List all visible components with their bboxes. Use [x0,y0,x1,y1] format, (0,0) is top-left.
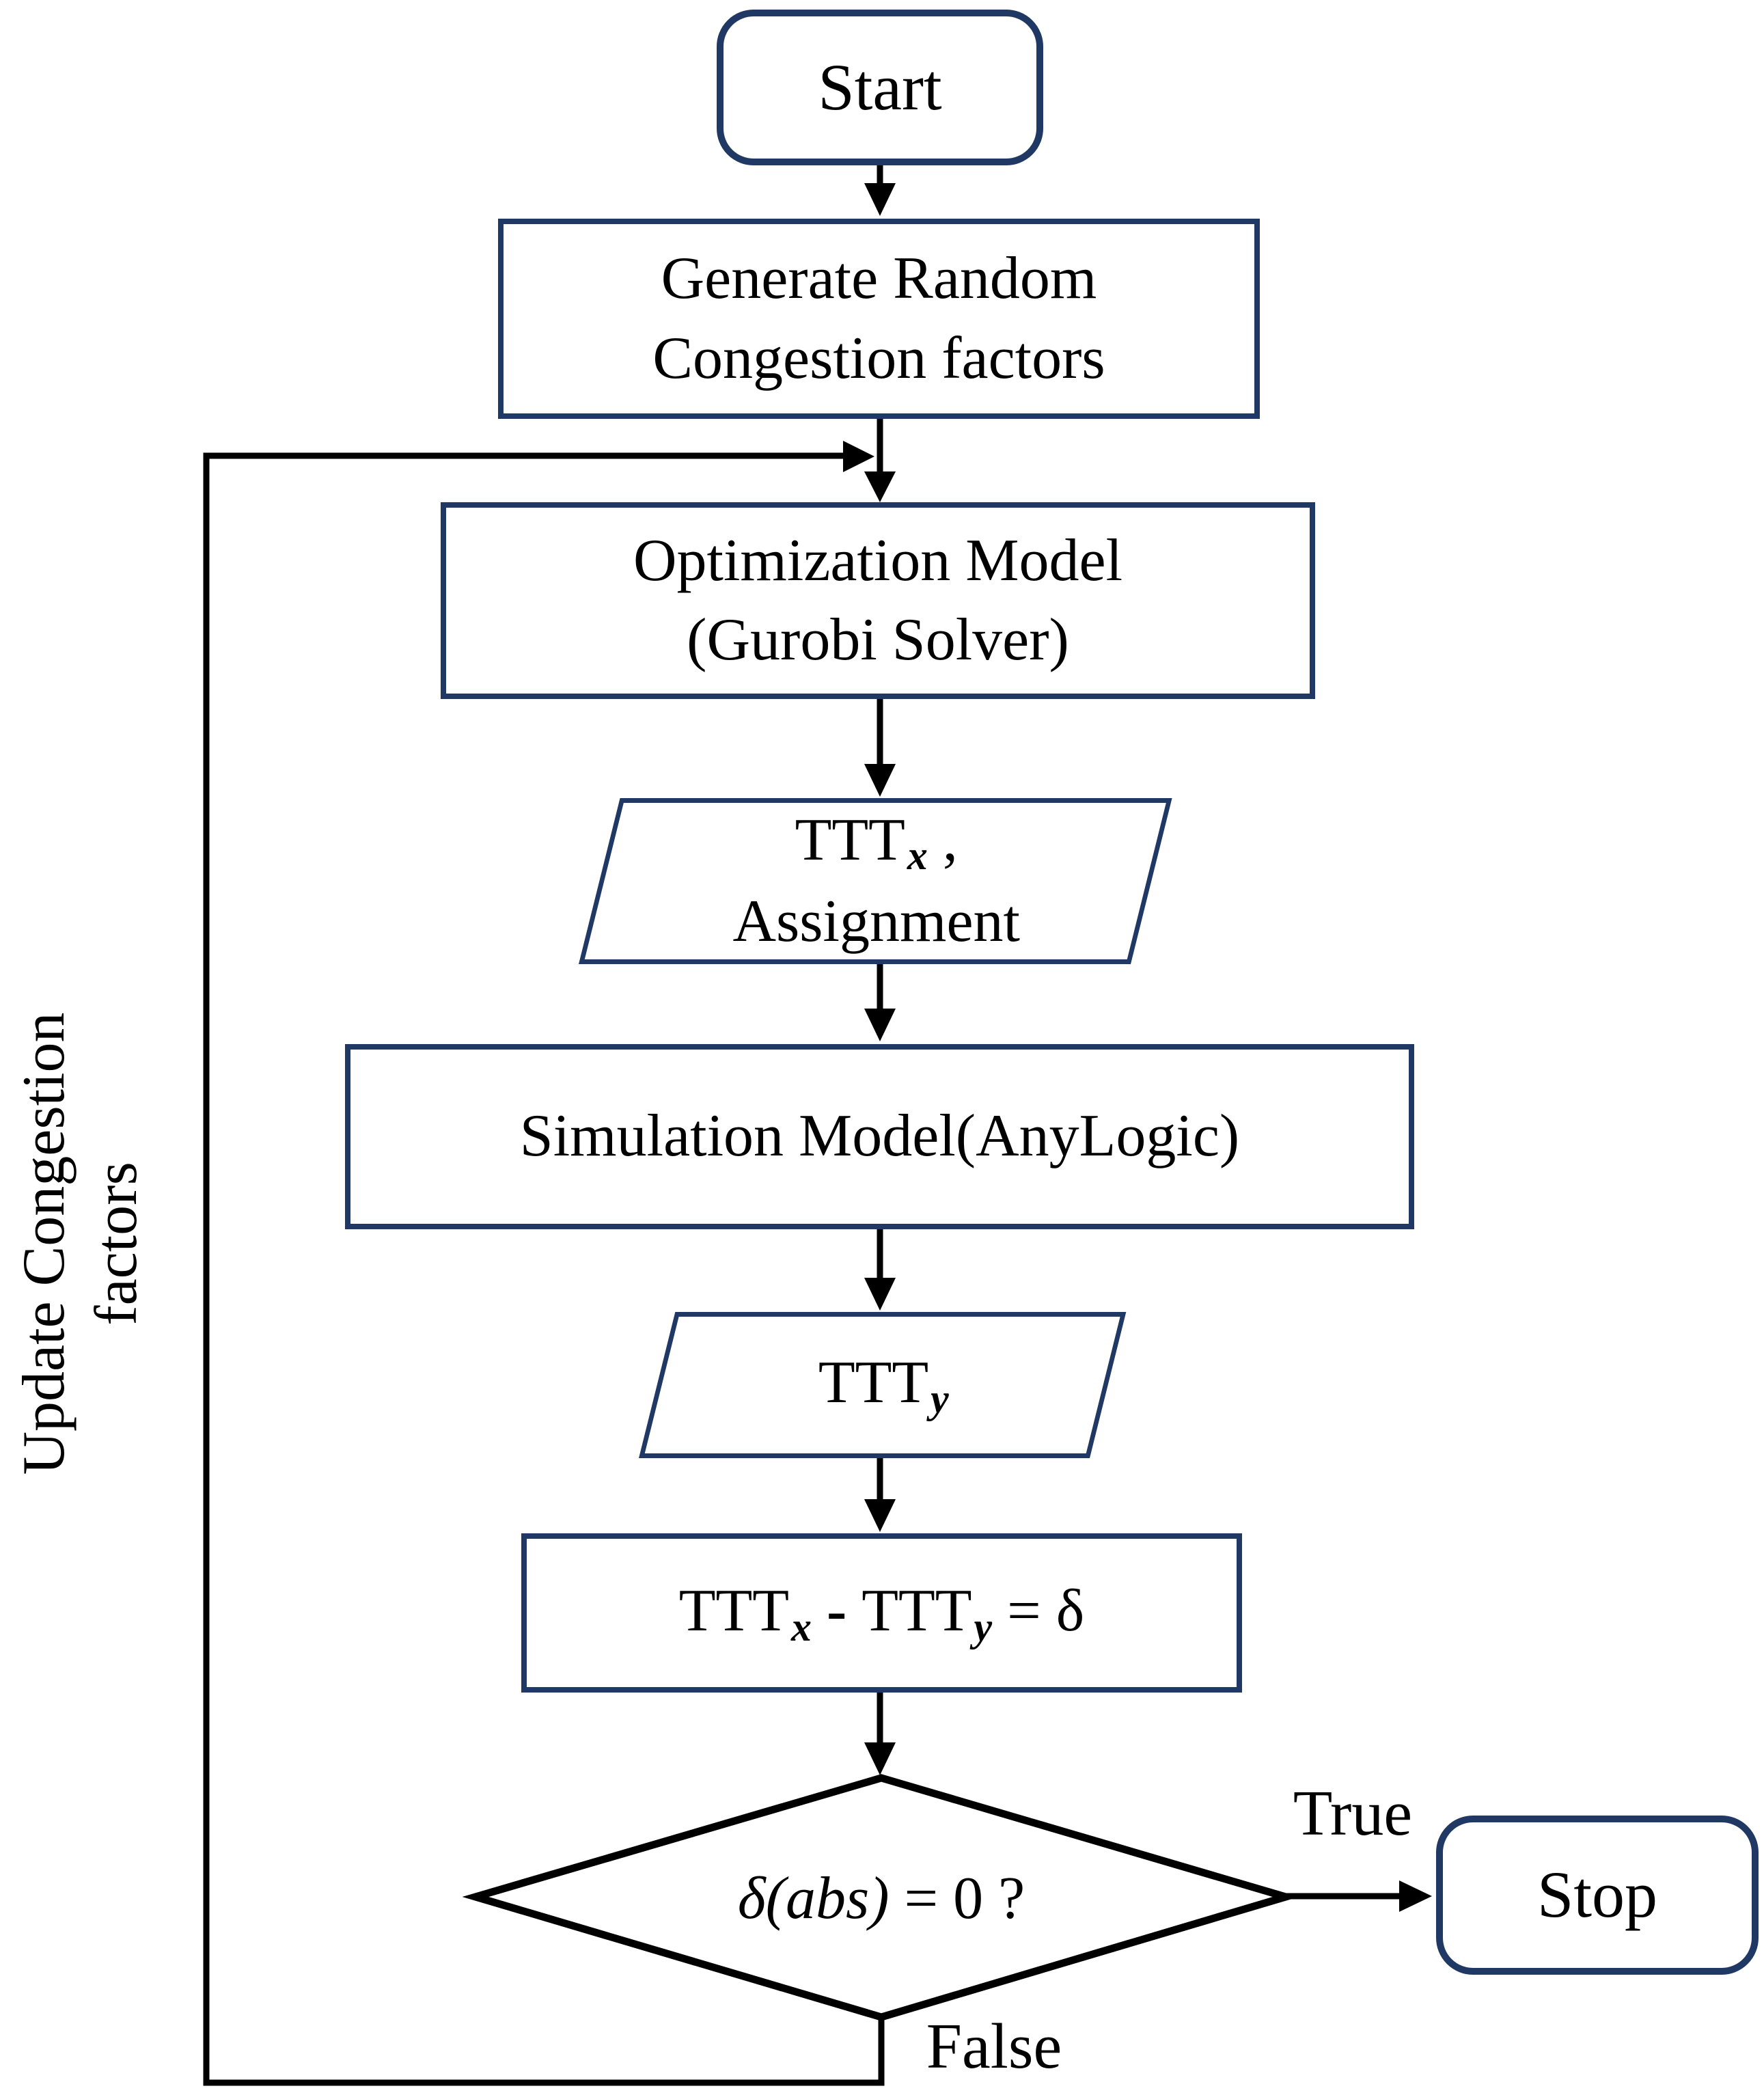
arrowhead-down-icon [864,1742,896,1775]
node-optimization-model: Optimization Model (Gurobi Solver) [441,502,1315,699]
edge-start-generate [864,164,896,216]
edge-decision-stop [1284,1880,1432,1912]
arrowhead-down-icon [864,1009,896,1041]
node-stop-label: Stop [1536,1858,1658,1932]
node-simulation-model: Simulation Model(AnyLogic) [345,1044,1414,1229]
node-generate-line2: Congestion factors [652,325,1105,392]
ttty-subscript: y [931,1375,949,1421]
delta-sub1: x [791,1604,812,1649]
tttx-subscript: x [907,833,928,879]
decision-condition-text: δ(abs) = 0 ? [738,1864,1025,1933]
feedback-loop-label-line1: Update Congestion [11,1012,78,1475]
decision-diamond-shape [462,1774,1299,2021]
edge-generate-optimization [864,419,896,502]
edge-feedback-loop [203,441,885,2086]
node-output-tttx-assignment: TTTx , Assignment [579,798,1172,964]
delta-sub2: y [974,1604,993,1649]
arrowhead-down-icon [864,471,896,502]
feedback-loop-label-line2: factors [83,1162,150,1326]
true-branch-label: True [1293,1778,1413,1850]
arrowhead-right-icon [843,441,874,472]
arrowhead-down-icon [864,1278,896,1311]
delta-base2: TTT [862,1578,972,1645]
node-simulation-label: Simulation Model(AnyLogic) [519,1103,1240,1170]
node-generate-line1: Generate Random [661,245,1097,312]
edge-simulation-output-y [864,1229,896,1311]
delta-base1: TTT [678,1578,790,1645]
edge-delta-decision [864,1693,896,1775]
arrowhead-right-icon [1399,1880,1432,1912]
node-start-label: Start [818,50,942,124]
delta-operator: - [811,1578,862,1645]
feedback-loop-label: Update Congestion factors [5,916,156,1572]
decision-condition: δ(abs) [737,1865,890,1932]
ttty-base: TTT [818,1350,929,1416]
arrowhead-down-icon [864,1499,896,1532]
node-optimization-line2: (Gurobi Solver) [687,607,1069,673]
node-stop: Stop [1436,1816,1759,1975]
arrowhead-down-icon [864,183,896,216]
node-start: Start [717,10,1043,165]
delta-equals: = δ [992,1578,1085,1645]
edge-output-y-delta [864,1457,896,1532]
arrowhead-down-icon [864,764,896,797]
node-output-ttty: TTTy [639,1312,1127,1458]
node-output-tttx-content: TTTx , Assignment [585,803,1127,959]
node-generate-congestion-factors: Generate Random Congestion factors [498,219,1260,419]
node-optimization-line1: Optimization Model [633,527,1123,594]
output-tttx-line1: TTTx , [795,802,958,883]
output-tttx-line2: Assignment [732,888,1020,955]
delta-equation: TTTx - TTTy = δ [679,1572,1084,1654]
edge-output-x-simulation [864,963,896,1041]
node-decision-label: δ(abs) = 0 ? [574,1847,1189,1949]
output-ttty-line1: TTTy [818,1344,949,1425]
node-delta-calculation: TTTx - TTTy = δ [521,1533,1242,1693]
tttx-suffix: , [927,806,958,873]
edge-optimization-output-x [864,698,896,797]
decision-comparison: = 0 ? [889,1865,1025,1932]
tttx-base: TTT [795,806,905,873]
false-branch-label: False [926,2010,1062,2082]
edge-feedback-loop-line [203,452,885,2086]
node-output-ttty-content: TTTy [645,1317,1086,1453]
